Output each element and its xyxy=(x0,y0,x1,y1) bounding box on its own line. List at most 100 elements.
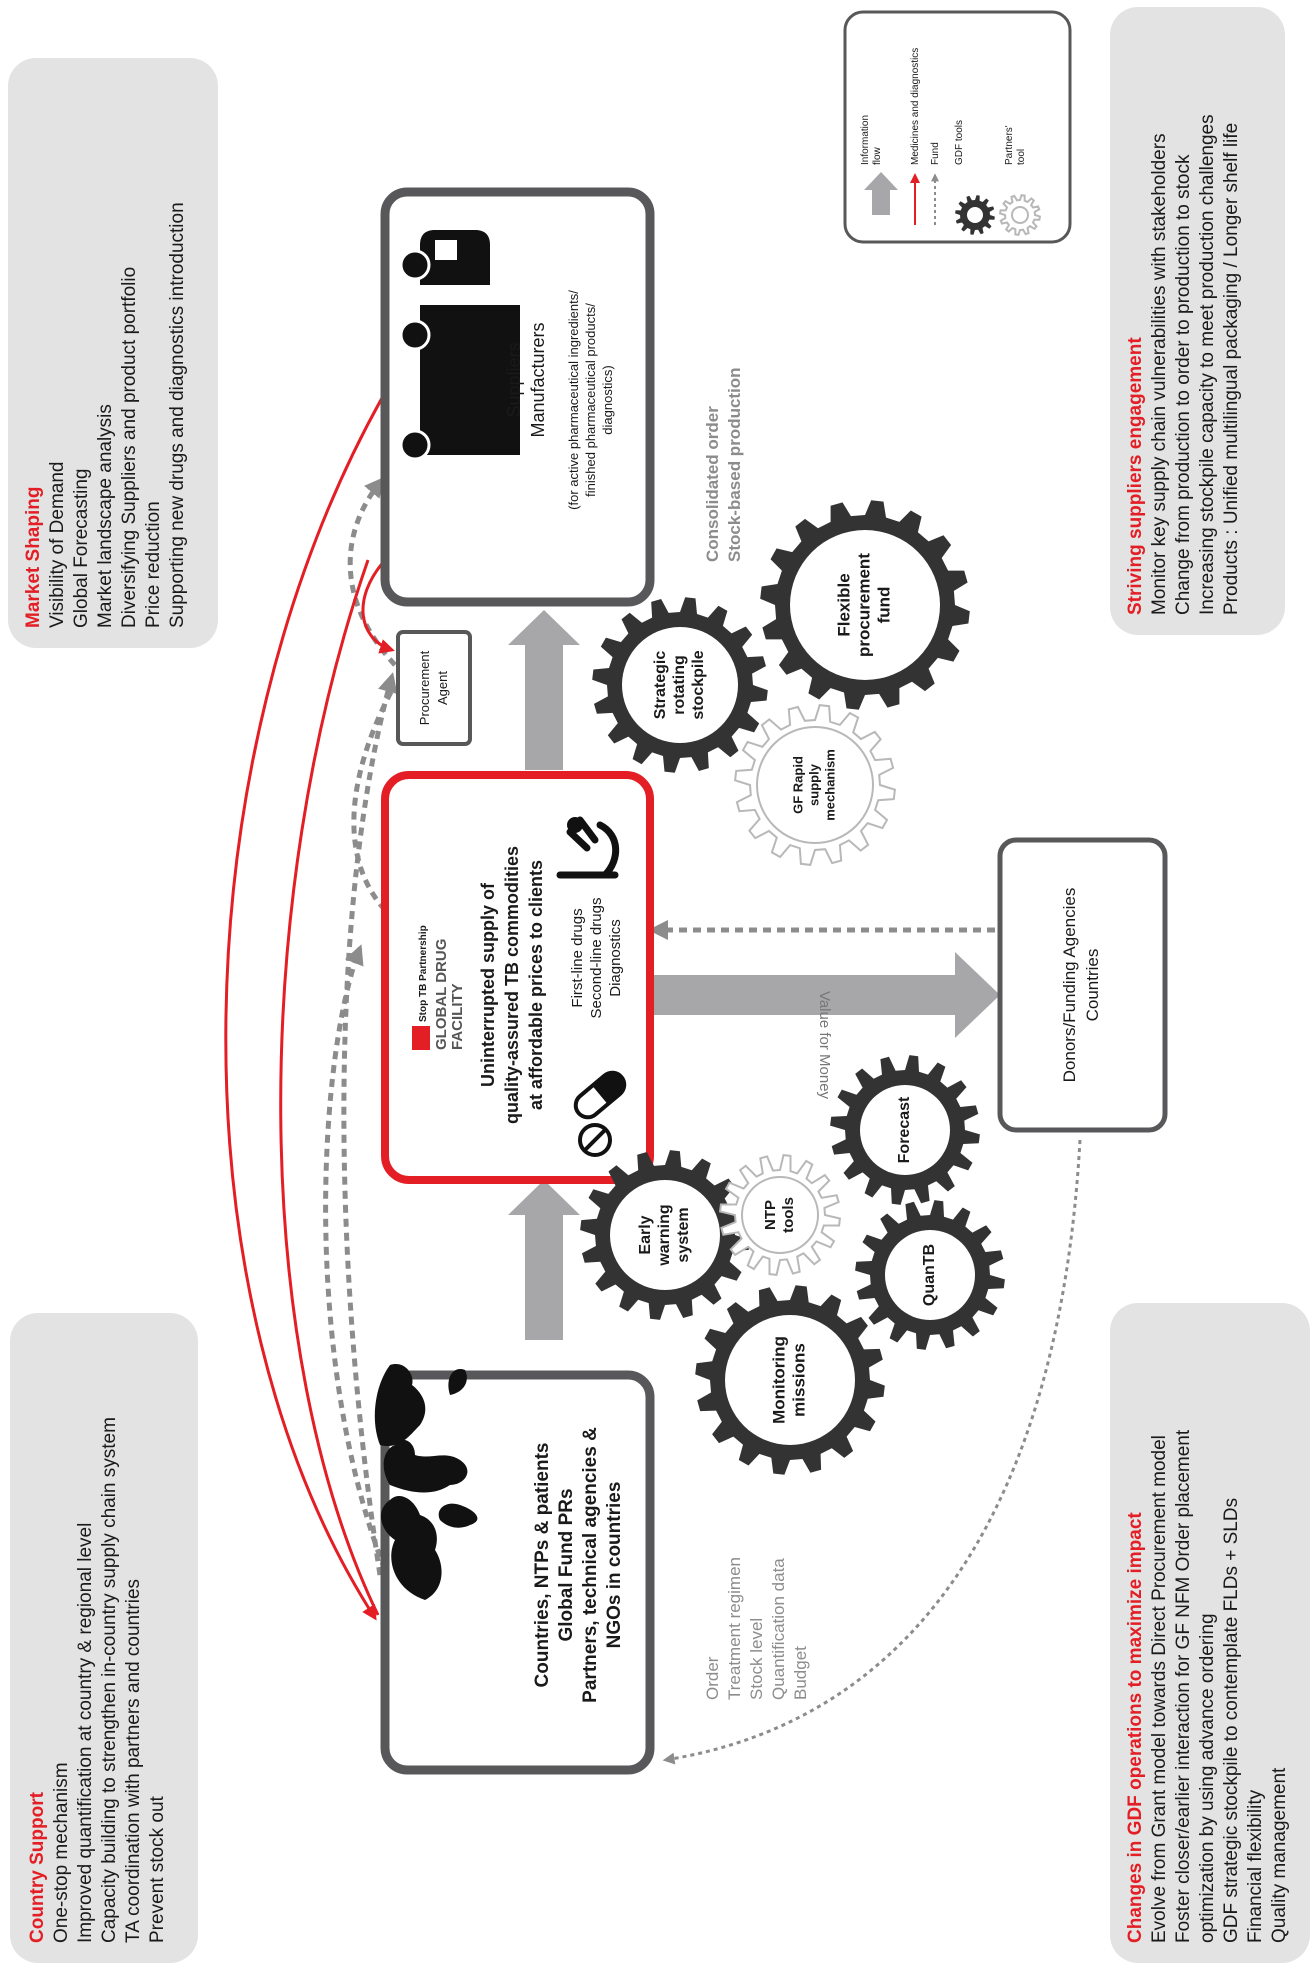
gf-rapid-gear-icon xyxy=(734,704,896,866)
ntp-tools-gear-icon xyxy=(719,1154,841,1276)
suppliers-engagement-line-1: Monitor key supply chain vulnerabilities… xyxy=(1149,133,1170,615)
gdf-product-line-3: Diagnostics xyxy=(607,919,624,997)
value-for-money-label: Value for Money xyxy=(816,991,833,1100)
countries-box-line-3: Partners, technical agencies & xyxy=(580,1427,601,1703)
changes-gdf-panel: Changes in GDF operations to maximize im… xyxy=(1110,1303,1310,1963)
microscope-icon xyxy=(556,816,620,879)
market-shaping-line-4: Diversifying Suppliers and product portf… xyxy=(119,266,140,628)
legend-partners-tool-icon-hub xyxy=(1011,206,1029,224)
legend-partners-label-2: tool xyxy=(1016,149,1027,165)
red-flow-suppliers-to-countries-1 xyxy=(224,397,384,1621)
country-support-title: Country Support xyxy=(27,1792,48,1943)
country-flow-label-1: Order xyxy=(703,1656,722,1700)
legend-gdf-tools-icon-hub xyxy=(967,207,983,223)
gdf-product-line-1: First-line drugs xyxy=(569,908,586,1007)
early-warning-gear-label-1: Early xyxy=(637,1215,654,1254)
info-flow-arrow-countries-to-gdf xyxy=(508,1180,580,1340)
pill-icon xyxy=(573,1070,627,1120)
strategic-gear-label-1: Strategic xyxy=(652,651,669,720)
quantb-gear-label-1: QuanTB xyxy=(921,1244,938,1306)
market-shaping-line-1: Visibility of Demand xyxy=(47,461,68,628)
gdf-logo-line-2: GLOBAL DRUG xyxy=(433,939,450,1050)
early-warning-gear-label-2: warning xyxy=(656,1204,673,1266)
country-support-line-4: TA coordination with partners and countr… xyxy=(123,1578,144,1943)
monitoring-gear-label-1: Monitoring xyxy=(769,1336,788,1424)
strategic-gear-hub xyxy=(622,627,738,743)
suppliers-sub-line-3: diagnostics) xyxy=(600,365,615,434)
market-shaping-line-5: Price reduction xyxy=(143,501,164,628)
supplier-flow-label-1: Consolidated order xyxy=(703,406,722,562)
quantb-gear: QuanTB xyxy=(855,1200,1005,1350)
suppliers-engagement-line-3: Increasing stockpile capacity to meet pr… xyxy=(1197,114,1218,615)
country-flow-label-2: Treatment regimen xyxy=(725,1557,744,1700)
countries-box-line-4: NGOs in countries xyxy=(604,1482,625,1649)
procurement-agent-box xyxy=(396,630,472,746)
strategic-gear-label-3: stockpile xyxy=(690,650,707,719)
info-flow-arrow-gdf-to-suppliers xyxy=(508,610,580,770)
country-flow-label-4: Quantification data xyxy=(769,1558,788,1700)
legend-partners-label-1: Partners' xyxy=(1004,125,1015,165)
legend-fund-label: Fund xyxy=(930,142,941,165)
changes-gdf-line-5: Financial flexibility xyxy=(1245,1789,1266,1943)
market-shaping-title: Market Shaping xyxy=(23,486,44,628)
forecast-gear: Forecast xyxy=(830,1055,980,1205)
suppliers-engagement-line-4: Products : Unified multilingual packagin… xyxy=(1221,122,1242,615)
dotted-flow-countries-to-agent xyxy=(341,672,398,1576)
legend-medicines-label: Medicines and diagnostics xyxy=(910,48,921,165)
procurement-agent-line-2: Agent xyxy=(435,671,450,705)
market-shaping-line-6: Supporting new drugs and diagnostics int… xyxy=(167,202,188,628)
country-support-line-3: Capacity building to strengthen in-count… xyxy=(99,1417,120,1943)
gdf-product-line-2: Second-line drugs xyxy=(588,898,605,1019)
gdf-main-line-3: at affordable prices to clients xyxy=(526,860,546,1110)
early-warning-gear-label-3: system xyxy=(675,1207,692,1262)
changes-gdf-line-6: Quality management xyxy=(1269,1767,1290,1943)
suppliers-engagement-panel: Striving suppliers engagement Monitor ke… xyxy=(1110,7,1285,635)
gdf-logo-line-1: Stop TB Partnership xyxy=(418,925,429,1022)
gdf-main-line-1: Uninterrupted supply of xyxy=(478,882,498,1087)
suppliers-engagement-title: Striving suppliers engagement xyxy=(1125,337,1146,615)
donors-line-2: Countries xyxy=(1083,949,1102,1022)
early-warning-gear-hub xyxy=(610,1180,720,1290)
suppliers-line-1: Suppliers xyxy=(504,342,524,417)
flexible-gear-label-3: fund xyxy=(874,587,893,624)
legend-information-flow-arrow xyxy=(872,190,890,215)
country-flow-label-5: Budget xyxy=(791,1646,810,1700)
legend-gdf-tools-label: GDF tools xyxy=(954,120,965,165)
gf-rapid-gear-label-3: mechanism xyxy=(822,749,837,821)
supplier-flow-label-2: Stock-based production xyxy=(725,367,744,562)
gf-rapid-gear-hub xyxy=(756,726,874,844)
value-for-money-arrow xyxy=(645,952,1000,1038)
gdf-main-line-2: quality-assured TB commodities xyxy=(502,846,522,1124)
world-map-icon xyxy=(374,1364,478,1600)
market-shaping-line-2: Global Forecasting xyxy=(71,468,92,628)
country-support-line-5: Prevent stock out xyxy=(147,1796,168,1943)
country-support-line-2: Improved quantification at country & reg… xyxy=(75,1522,96,1943)
changes-gdf-line-4: GDF strategic stockpile to contemplate F… xyxy=(1221,1497,1242,1943)
market-shaping-line-3: Market landscape analysis xyxy=(95,404,116,628)
forecast-gear-hub xyxy=(860,1085,950,1175)
flexible-gear-label-1: Flexible xyxy=(834,573,853,636)
monitoring-gear-label-2: missions xyxy=(789,1343,808,1417)
countries-box-line-2: Global Fund PRs xyxy=(556,1488,577,1641)
donors-box xyxy=(997,837,1168,1133)
quantb-gear-hub xyxy=(885,1230,975,1320)
red-flow-suppliers-to-countries-2 xyxy=(279,559,380,1616)
country-support-panel: Country Support One-stop mechanism Impro… xyxy=(10,1313,198,1963)
dotted-flow-gdf-to-agent xyxy=(351,688,395,912)
dotted-fund-donors-to-countries xyxy=(662,1139,1082,1765)
procurement-agent-line-1: Procurement xyxy=(417,650,432,725)
country-support-line-1: One-stop mechanism xyxy=(51,1762,72,1943)
countries-box-line-1: Countries, NTPs & patients xyxy=(532,1443,553,1688)
suppliers-sub-line-1: (for active pharmaceutical ingredients/ xyxy=(566,290,581,510)
changes-gdf-line-2: Foster closer/earlier interaction for GF… xyxy=(1173,1429,1194,1943)
country-flow-label-3: Stock level xyxy=(747,1618,766,1700)
flexible-gear-hub xyxy=(790,530,940,680)
